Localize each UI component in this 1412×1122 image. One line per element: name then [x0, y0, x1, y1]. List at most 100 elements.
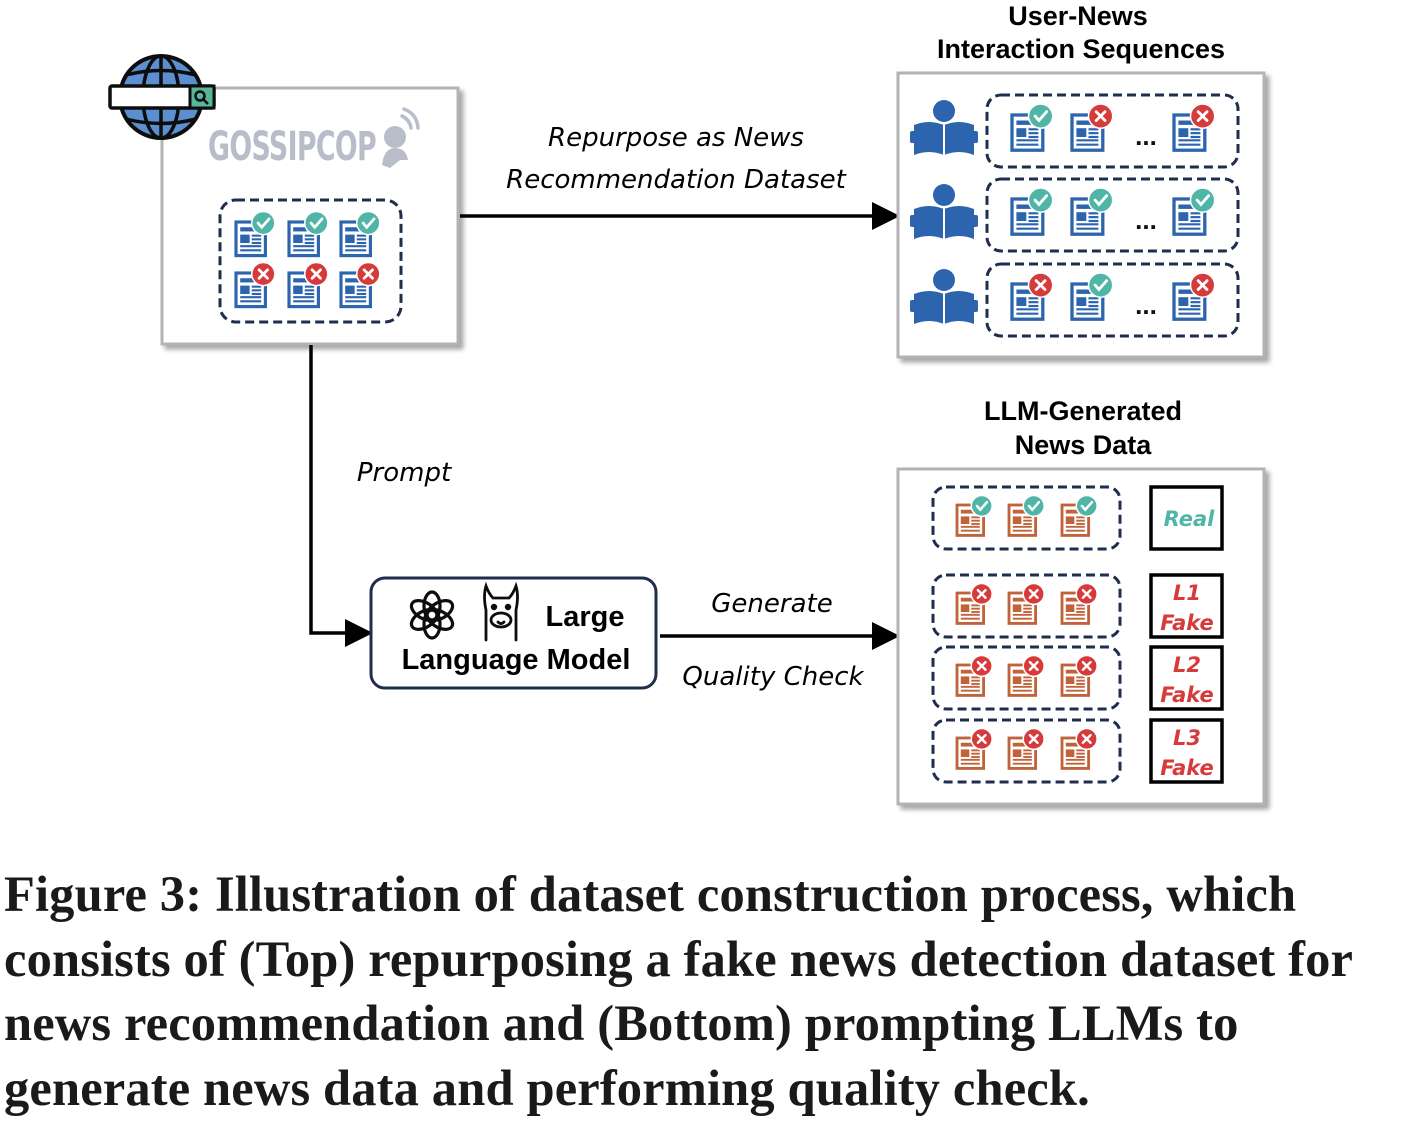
- check-badge-icon: [1087, 272, 1114, 298]
- generated-news-doc-icon: [1060, 582, 1098, 625]
- check-badge-icon: [250, 210, 276, 236]
- llama-icon: [483, 581, 519, 642]
- interaction-panel-title-line1: User-News: [1008, 1, 1148, 31]
- sequence-row: ...: [910, 262, 1240, 338]
- repurpose-label-line2: Recommendation Dataset: [506, 165, 847, 195]
- label-box: [1149, 718, 1224, 784]
- cross-badge-icon: [1027, 272, 1054, 298]
- cross-badge-icon: [970, 582, 993, 606]
- generated-group: [931, 718, 1122, 784]
- sequence-row: ...: [910, 177, 1240, 253]
- sequence-group: [985, 262, 1240, 338]
- label-box: [1149, 485, 1224, 551]
- generated-panel-title-line1: LLM-Generated: [984, 396, 1182, 426]
- globe-search-icon: [108, 54, 216, 140]
- reader-icon: [910, 184, 978, 239]
- generated-group: [931, 573, 1122, 639]
- interaction-sequences: .........: [910, 93, 1240, 338]
- label-box-kind: Fake: [1160, 611, 1214, 635]
- generated-panel-title-line2: News Data: [1015, 430, 1153, 460]
- check-badge-icon: [304, 210, 329, 236]
- generate-label: Generate: [711, 589, 832, 619]
- generated-news-doc-icon: [1060, 494, 1098, 537]
- llm-box: [369, 576, 658, 690]
- prompt-arrow: [309, 345, 373, 647]
- generated-group: [931, 645, 1122, 711]
- news-doc-icon: [1070, 272, 1114, 321]
- generated-news-doc-icon: [1007, 582, 1045, 625]
- news-doc-icon: [1172, 187, 1216, 236]
- news-doc-icon: [1172, 103, 1216, 152]
- cross-badge-icon: [356, 261, 381, 287]
- generated-group-row: Real: [931, 485, 1224, 551]
- sequence-group: [985, 177, 1240, 253]
- label-box-level: L3: [1173, 726, 1201, 750]
- check-badge-icon: [1189, 187, 1216, 213]
- generated-news-doc-icon: [1007, 494, 1045, 537]
- reader-icon: [910, 100, 978, 155]
- cross-badge-icon: [304, 261, 329, 287]
- generated-news-doc-icon: [955, 494, 993, 537]
- gossipcop-speaker-icon: [382, 107, 420, 168]
- check-badge-icon: [970, 494, 993, 518]
- generated-news-doc-icon: [1060, 727, 1098, 770]
- ellipsis: ...: [1135, 121, 1157, 151]
- news-doc-icon: [1070, 187, 1114, 236]
- quality-check-label: Quality Check: [682, 662, 864, 692]
- generated-news-doc-icon: [955, 727, 993, 770]
- figure-caption: Figure 3: Illustration of dataset constr…: [4, 866, 1353, 1116]
- news-doc-icon: [287, 261, 329, 309]
- llm-label-line1: Large: [546, 601, 625, 633]
- check-badge-icon: [1027, 103, 1054, 129]
- label-box-level: L2: [1173, 653, 1201, 677]
- news-doc-icon: [1010, 272, 1054, 321]
- cross-badge-icon: [970, 727, 993, 751]
- check-badge-icon: [356, 210, 381, 236]
- source-news-group: [218, 198, 403, 324]
- cross-badge-icon: [1022, 582, 1045, 606]
- cross-badge-icon: [1075, 654, 1098, 678]
- news-doc-icon: [339, 210, 381, 258]
- cross-badge-icon: [250, 261, 276, 287]
- generated-news-doc-icon: [1007, 654, 1045, 697]
- ellipsis: ...: [1135, 290, 1157, 320]
- news-doc-icon: [234, 210, 276, 258]
- cross-badge-icon: [1189, 272, 1216, 298]
- gossipcop-logo: GOSSIPCOP: [208, 124, 376, 170]
- reader-icon: [910, 269, 978, 324]
- label-box-kind: Fake: [1160, 756, 1214, 780]
- ellipsis: ...: [1135, 205, 1157, 235]
- generated-news-doc-icon: [1007, 727, 1045, 770]
- cross-badge-icon: [1022, 727, 1045, 751]
- news-doc-icon: [1070, 103, 1114, 152]
- cross-badge-icon: [970, 654, 993, 678]
- cross-badge-icon: [1022, 654, 1045, 678]
- generated-news-doc-icon: [955, 654, 993, 697]
- cross-badge-icon: [1087, 103, 1114, 129]
- news-doc-icon: [1172, 272, 1216, 321]
- news-doc-icon: [1010, 103, 1054, 152]
- check-badge-icon: [1075, 494, 1098, 518]
- interaction-panel-title-line2: Interaction Sequences: [937, 34, 1225, 64]
- sequence-row: ...: [910, 93, 1240, 169]
- cross-badge-icon: [1075, 582, 1098, 606]
- generated-group: [931, 485, 1122, 551]
- label-box: [1149, 645, 1224, 711]
- news-doc-icon: [339, 261, 381, 309]
- cross-badge-icon: [1075, 727, 1098, 751]
- llm-label-line2: Language Model: [402, 644, 631, 676]
- generated-news-doc-icon: [955, 582, 993, 625]
- label-box-kind: Real: [1164, 507, 1216, 531]
- label-box-kind: Fake: [1160, 683, 1214, 707]
- generated-news-doc-icon: [1060, 654, 1098, 697]
- cross-badge-icon: [1189, 103, 1216, 129]
- news-doc-icon: [287, 210, 329, 258]
- news-doc-icon: [1010, 187, 1054, 236]
- prompt-label: Prompt: [357, 458, 452, 488]
- source-news-items: [234, 210, 381, 309]
